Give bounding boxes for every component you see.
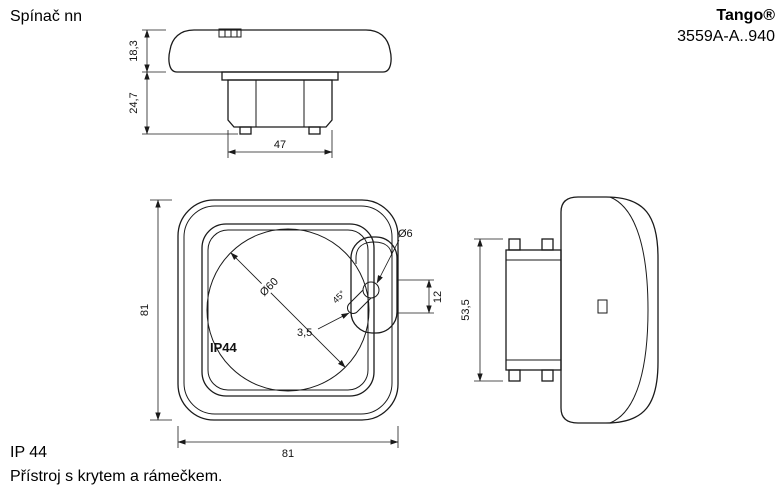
seal-plate: [350, 236, 398, 334]
dim-mech-depth-label: 24,7: [128, 92, 140, 113]
top-view-frame-outline: [168, 29, 392, 73]
model-number: 3559A-A..940: [677, 28, 775, 45]
top-view-mech-flange: [221, 71, 339, 81]
side-claw-bottom-right: [541, 369, 554, 382]
front-cover-edge: [201, 223, 375, 397]
ip-rating-text: IP 44: [10, 444, 48, 461]
svg-text:45°: 45°: [331, 288, 348, 305]
product-description: Přístroj s krytem a rámečkem.: [10, 468, 223, 485]
front-view: Ø60 IP44 45° Ø6 3,5 12: [139, 199, 444, 460]
dim-hole-dia-label: Ø6: [398, 228, 413, 240]
side-mech-body: [505, 249, 562, 371]
dim-frame-height-label: 81: [139, 304, 151, 316]
top-view-mech-body: [227, 79, 333, 128]
side-claw-bottom-left: [508, 369, 521, 382]
dim-mech-width-label: 47: [274, 139, 286, 151]
front-frame-inner: [183, 205, 393, 415]
top-view-claw-right: [308, 126, 321, 135]
top-view-stamp-box: [218, 28, 242, 38]
dim-frame-width-label: 81: [282, 448, 294, 460]
plate-hole: [362, 281, 380, 299]
product-header: Tango® 3559A-A..940: [677, 7, 775, 46]
side-claw-top-right: [541, 238, 554, 251]
page-title: Spínač nn: [10, 8, 83, 25]
side-view: 53,5: [460, 196, 659, 424]
rocker-circle: [206, 228, 370, 392]
dim-slot-width-label: 3,5: [297, 327, 312, 339]
brand-name: Tango®: [716, 7, 775, 24]
ip44-marking: IP44: [210, 340, 238, 355]
side-frame-outline: [560, 196, 659, 424]
dim-frame-depth-label: 18,3: [128, 40, 140, 61]
front-frame-outer: [177, 199, 399, 421]
dim-side-depth-label: 53,5: [460, 299, 472, 320]
plate-slot: [346, 289, 372, 315]
top-view: 18,3 24,7 47: [128, 28, 392, 158]
dim-slot-angle: 45°: [331, 288, 348, 305]
side-rocker-contour: [609, 196, 649, 424]
dim-hole-offset-label: 12: [432, 291, 444, 303]
front-rocker-edge: [207, 229, 369, 391]
side-latch: [597, 299, 608, 314]
side-claw-top-left: [508, 238, 521, 251]
dim-rocker-dia: Ø60: [251, 269, 285, 303]
top-view-claw-left: [239, 126, 252, 135]
